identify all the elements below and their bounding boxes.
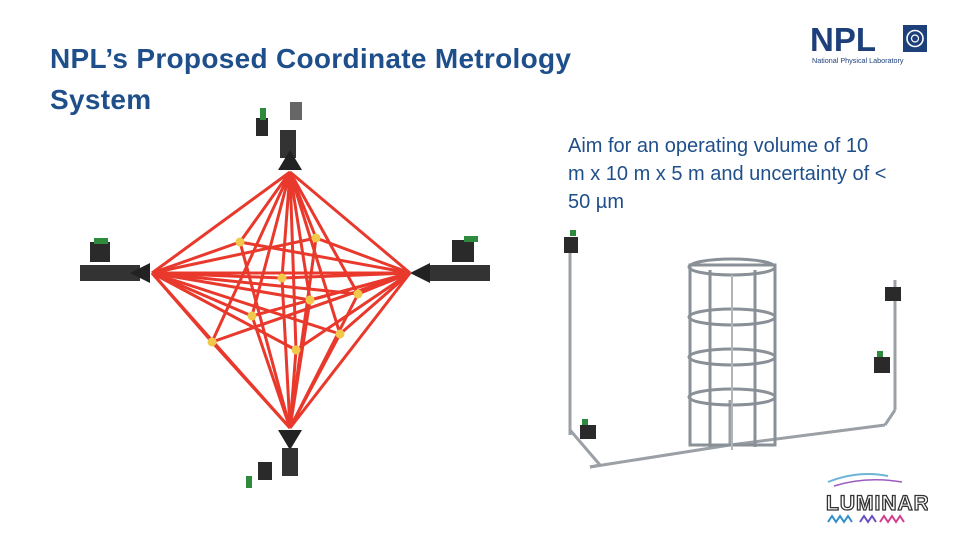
beam-line	[151, 271, 341, 336]
beam-line	[151, 236, 317, 275]
beam-line	[315, 236, 411, 275]
beam-line	[151, 271, 359, 296]
measurement-beam-lines	[150, 170, 412, 430]
target-points	[207, 233, 363, 355]
beam-line	[280, 171, 292, 279]
aim-text: Aim for an operating volume of 10 m x 10…	[568, 135, 887, 213]
beam-line	[295, 271, 411, 352]
beam-line	[151, 170, 291, 275]
beam-line	[151, 271, 253, 318]
beam-line	[239, 240, 411, 275]
laser-tracker-bottom-icon	[246, 430, 302, 488]
metrology-rig-illustration	[564, 230, 901, 469]
luminar-logo-text: LUMINAR	[826, 492, 928, 515]
laser-tracker-top-icon	[256, 102, 302, 170]
beam-line	[288, 272, 412, 429]
target-point	[353, 289, 363, 299]
target-point	[305, 295, 315, 305]
target-point	[247, 311, 257, 321]
laser-tracker-right-icon	[410, 236, 490, 283]
beam-line	[339, 271, 411, 336]
laser-tracker-left-icon	[80, 238, 150, 283]
beam-line	[238, 171, 292, 243]
beam-line	[151, 271, 297, 352]
beam-line	[288, 349, 298, 429]
beam-line	[288, 171, 312, 301]
beam-line	[250, 315, 292, 429]
target-point	[277, 273, 287, 283]
beam-line	[251, 271, 411, 318]
luminar-logo: LUMINAR	[825, 473, 928, 524]
target-point	[335, 329, 345, 339]
tower-structure	[687, 257, 777, 450]
beam-line	[151, 240, 241, 275]
beam-line	[280, 277, 292, 429]
slide-title: NPL’s Proposed Coordinate Metrology Syst…	[50, 43, 572, 115]
target-point	[235, 237, 245, 247]
npl-logo-letters: NPL	[810, 21, 876, 58]
target-point	[311, 233, 321, 243]
target-point	[291, 345, 301, 355]
rig-tracker-icons	[564, 230, 901, 439]
npl-logo: NPL National Physical Laboratory	[810, 21, 927, 65]
beam-line	[211, 271, 411, 344]
beam-line	[150, 272, 292, 429]
beam-line	[288, 333, 342, 429]
tracker-network-diagram	[80, 102, 490, 488]
npl-logo-subtitle: National Physical Laboratory	[812, 56, 904, 65]
beam-line	[288, 299, 312, 429]
target-point	[207, 337, 217, 347]
beam-line	[289, 170, 411, 275]
